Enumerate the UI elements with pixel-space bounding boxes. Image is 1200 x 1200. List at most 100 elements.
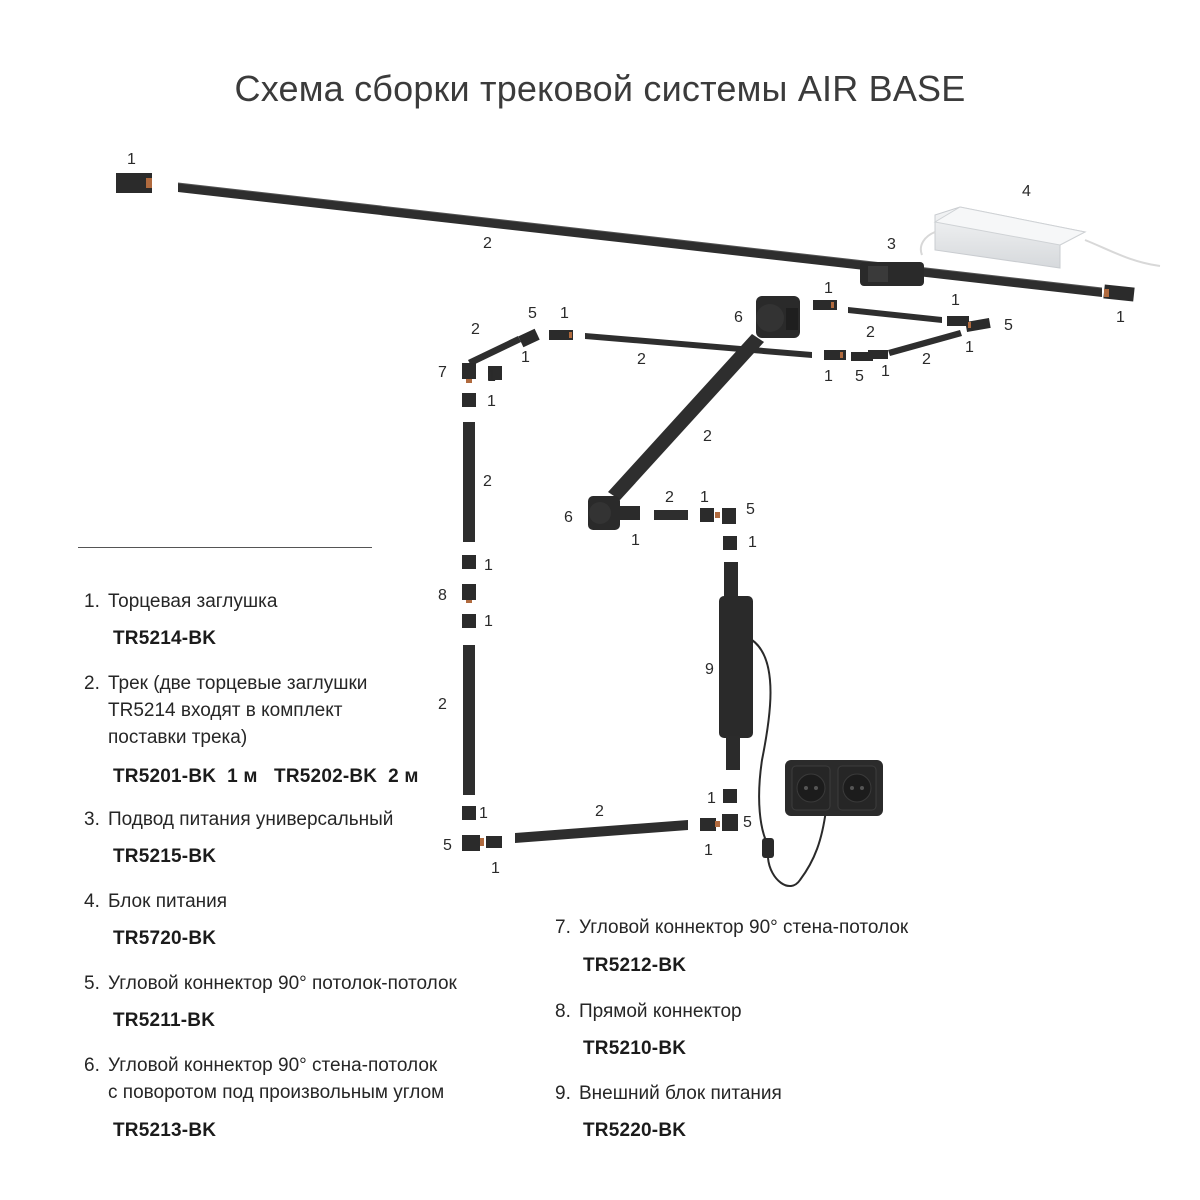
legend-desc: Торцевая заглушка — [108, 591, 278, 612]
callout-2: 2 — [483, 473, 492, 490]
callout-2: 2 — [595, 803, 604, 820]
callout-6: 6 — [564, 509, 573, 526]
legend-code-9: TR5220-BK — [583, 1120, 687, 1141]
callout-3: 3 — [887, 236, 896, 253]
legend-code-1: TR5214-BK — [113, 628, 217, 649]
callout-2: 2 — [471, 321, 480, 338]
callout-1: 1 — [824, 280, 833, 297]
legend-num: 4. — [84, 891, 100, 912]
callout-2: 2 — [665, 489, 674, 506]
corner-track-upper-left — [468, 336, 521, 380]
mid-short-track — [654, 508, 737, 550]
legend-desc: с поворотом под произвольным углом — [108, 1082, 445, 1103]
callout-1: 1 — [127, 151, 136, 168]
legend-num: 5. — [84, 973, 100, 994]
legend-desc: Угловой коннектор 90° потолок-потолок — [108, 973, 457, 994]
callout-5: 5 — [528, 305, 537, 322]
ceiling-track-segments — [518, 300, 991, 361]
legend-code-8: TR5210-BK — [583, 1038, 687, 1059]
bottom-horizontal-track — [515, 789, 738, 843]
callout-2: 2 — [637, 351, 646, 368]
legend-item-8: 8. Прямой коннектор — [555, 998, 742, 1025]
callout-2: 2 — [483, 235, 492, 252]
legend-item-2: 2. Трек (две торцевые заглушки TR5214 вхо… — [84, 670, 367, 751]
legend-item-7: 7. Угловой коннектор 90° стена-потолок — [555, 914, 908, 941]
swivel-connector-top — [756, 296, 800, 338]
end-cap-top-left — [116, 173, 152, 193]
callout-5: 5 — [1004, 317, 1013, 334]
legend-desc: Трек (две торцевые заглушки — [108, 673, 368, 694]
legend-code-2: TR5201-BK 1 м TR5202-BK 2 м — [113, 766, 419, 787]
end-cap-top-right — [1103, 284, 1135, 302]
legend-desc: Блок питания — [108, 891, 228, 912]
legend-desc: TR5214 входят в комплект — [108, 700, 343, 721]
legend-desc: Угловой коннектор 90° стена-потолок — [579, 917, 909, 938]
legend-num: 7. — [555, 917, 571, 938]
callout-1: 1 — [479, 805, 488, 822]
callout-2: 2 — [703, 428, 712, 445]
power-feed-connector — [860, 262, 924, 286]
legend-item-1: 1. Торцевая заглушка — [84, 588, 277, 615]
callout-5: 5 — [443, 837, 452, 854]
external-power-supply — [719, 562, 827, 887]
callout-1: 1 — [951, 292, 960, 309]
callout-1: 1 — [1116, 309, 1125, 326]
swivel-connector-bottom — [588, 496, 640, 530]
callout-1: 1 — [484, 613, 493, 630]
left-vertical-run — [462, 363, 502, 851]
legend-num: 1. — [84, 591, 100, 612]
callout-1: 1 — [965, 339, 974, 356]
callout-1: 1 — [700, 489, 709, 506]
legend-code-5: TR5211-BK — [113, 1010, 216, 1031]
legend-item-4: 4. Блок питания — [84, 888, 227, 915]
callout-5: 5 — [743, 814, 752, 831]
callout-4: 4 — [1022, 183, 1031, 200]
legend-num: 9. — [555, 1083, 571, 1104]
legend-num: 3. — [84, 809, 100, 830]
legend-desc: Прямой коннектор — [579, 1001, 742, 1022]
callout-1: 1 — [484, 557, 493, 574]
legend-item-3: 3. Подвод питания универсальный — [84, 806, 393, 833]
callout-5: 5 — [855, 368, 864, 385]
callout-1: 1 — [824, 368, 833, 385]
legend-num: 2. — [84, 673, 100, 694]
callout-2: 2 — [866, 324, 875, 341]
callout-2: 2 — [922, 351, 931, 368]
callout-1: 1 — [487, 393, 496, 410]
callout-1: 1 — [707, 790, 716, 807]
legend-desc: Внешний блок питания — [579, 1083, 782, 1104]
callout-1: 1 — [560, 305, 569, 322]
legend-desc: поставки трека) — [108, 727, 248, 748]
legend-code-6: TR5213-BK — [113, 1120, 217, 1141]
legend-item-5: 5. Угловой коннектор 90° потолок-потолок — [84, 970, 457, 997]
legend-item-9: 9. Внешний блок питания — [555, 1080, 782, 1107]
legend-desc: Подвод питания универсальный — [108, 809, 394, 830]
callout-8: 8 — [438, 587, 447, 604]
callout-1: 1 — [521, 349, 530, 366]
callout-7: 7 — [438, 364, 447, 381]
callout-1: 1 — [487, 368, 496, 385]
legend-divider — [78, 547, 372, 548]
callout-2: 2 — [438, 696, 447, 713]
page-title: Схема сборки трековой системы AIR BASE — [234, 68, 966, 109]
diagram-callouts: 1 2 3 4 1 1 1 5 2 1 2 1 5 1 6 2 5 1 2 1 … — [127, 151, 1125, 877]
legend-code-3: TR5215-BK — [113, 846, 217, 867]
callout-1: 1 — [881, 363, 890, 380]
wall-socket — [785, 760, 883, 816]
callout-1: 1 — [704, 842, 713, 859]
callout-1: 1 — [491, 860, 500, 877]
legend-code-7: TR5212-BK — [583, 955, 687, 976]
legend-desc: Угловой коннектор 90° стена-потолок — [108, 1055, 438, 1076]
callout-6: 6 — [734, 309, 743, 326]
power-supply-unit — [919, 206, 1161, 269]
legend-num: 6. — [84, 1055, 100, 1076]
callout-5: 5 — [746, 501, 755, 518]
callout-1: 1 — [748, 534, 757, 551]
callout-1: 1 — [631, 532, 640, 549]
legend-num: 8. — [555, 1001, 571, 1022]
legend-item-6: 6. Угловой коннектор 90° стена-потолок с … — [84, 1052, 444, 1106]
legend-code-4: TR5720-BK — [113, 928, 217, 949]
diagonal-arm-track — [608, 334, 764, 500]
callout-9: 9 — [705, 661, 714, 678]
